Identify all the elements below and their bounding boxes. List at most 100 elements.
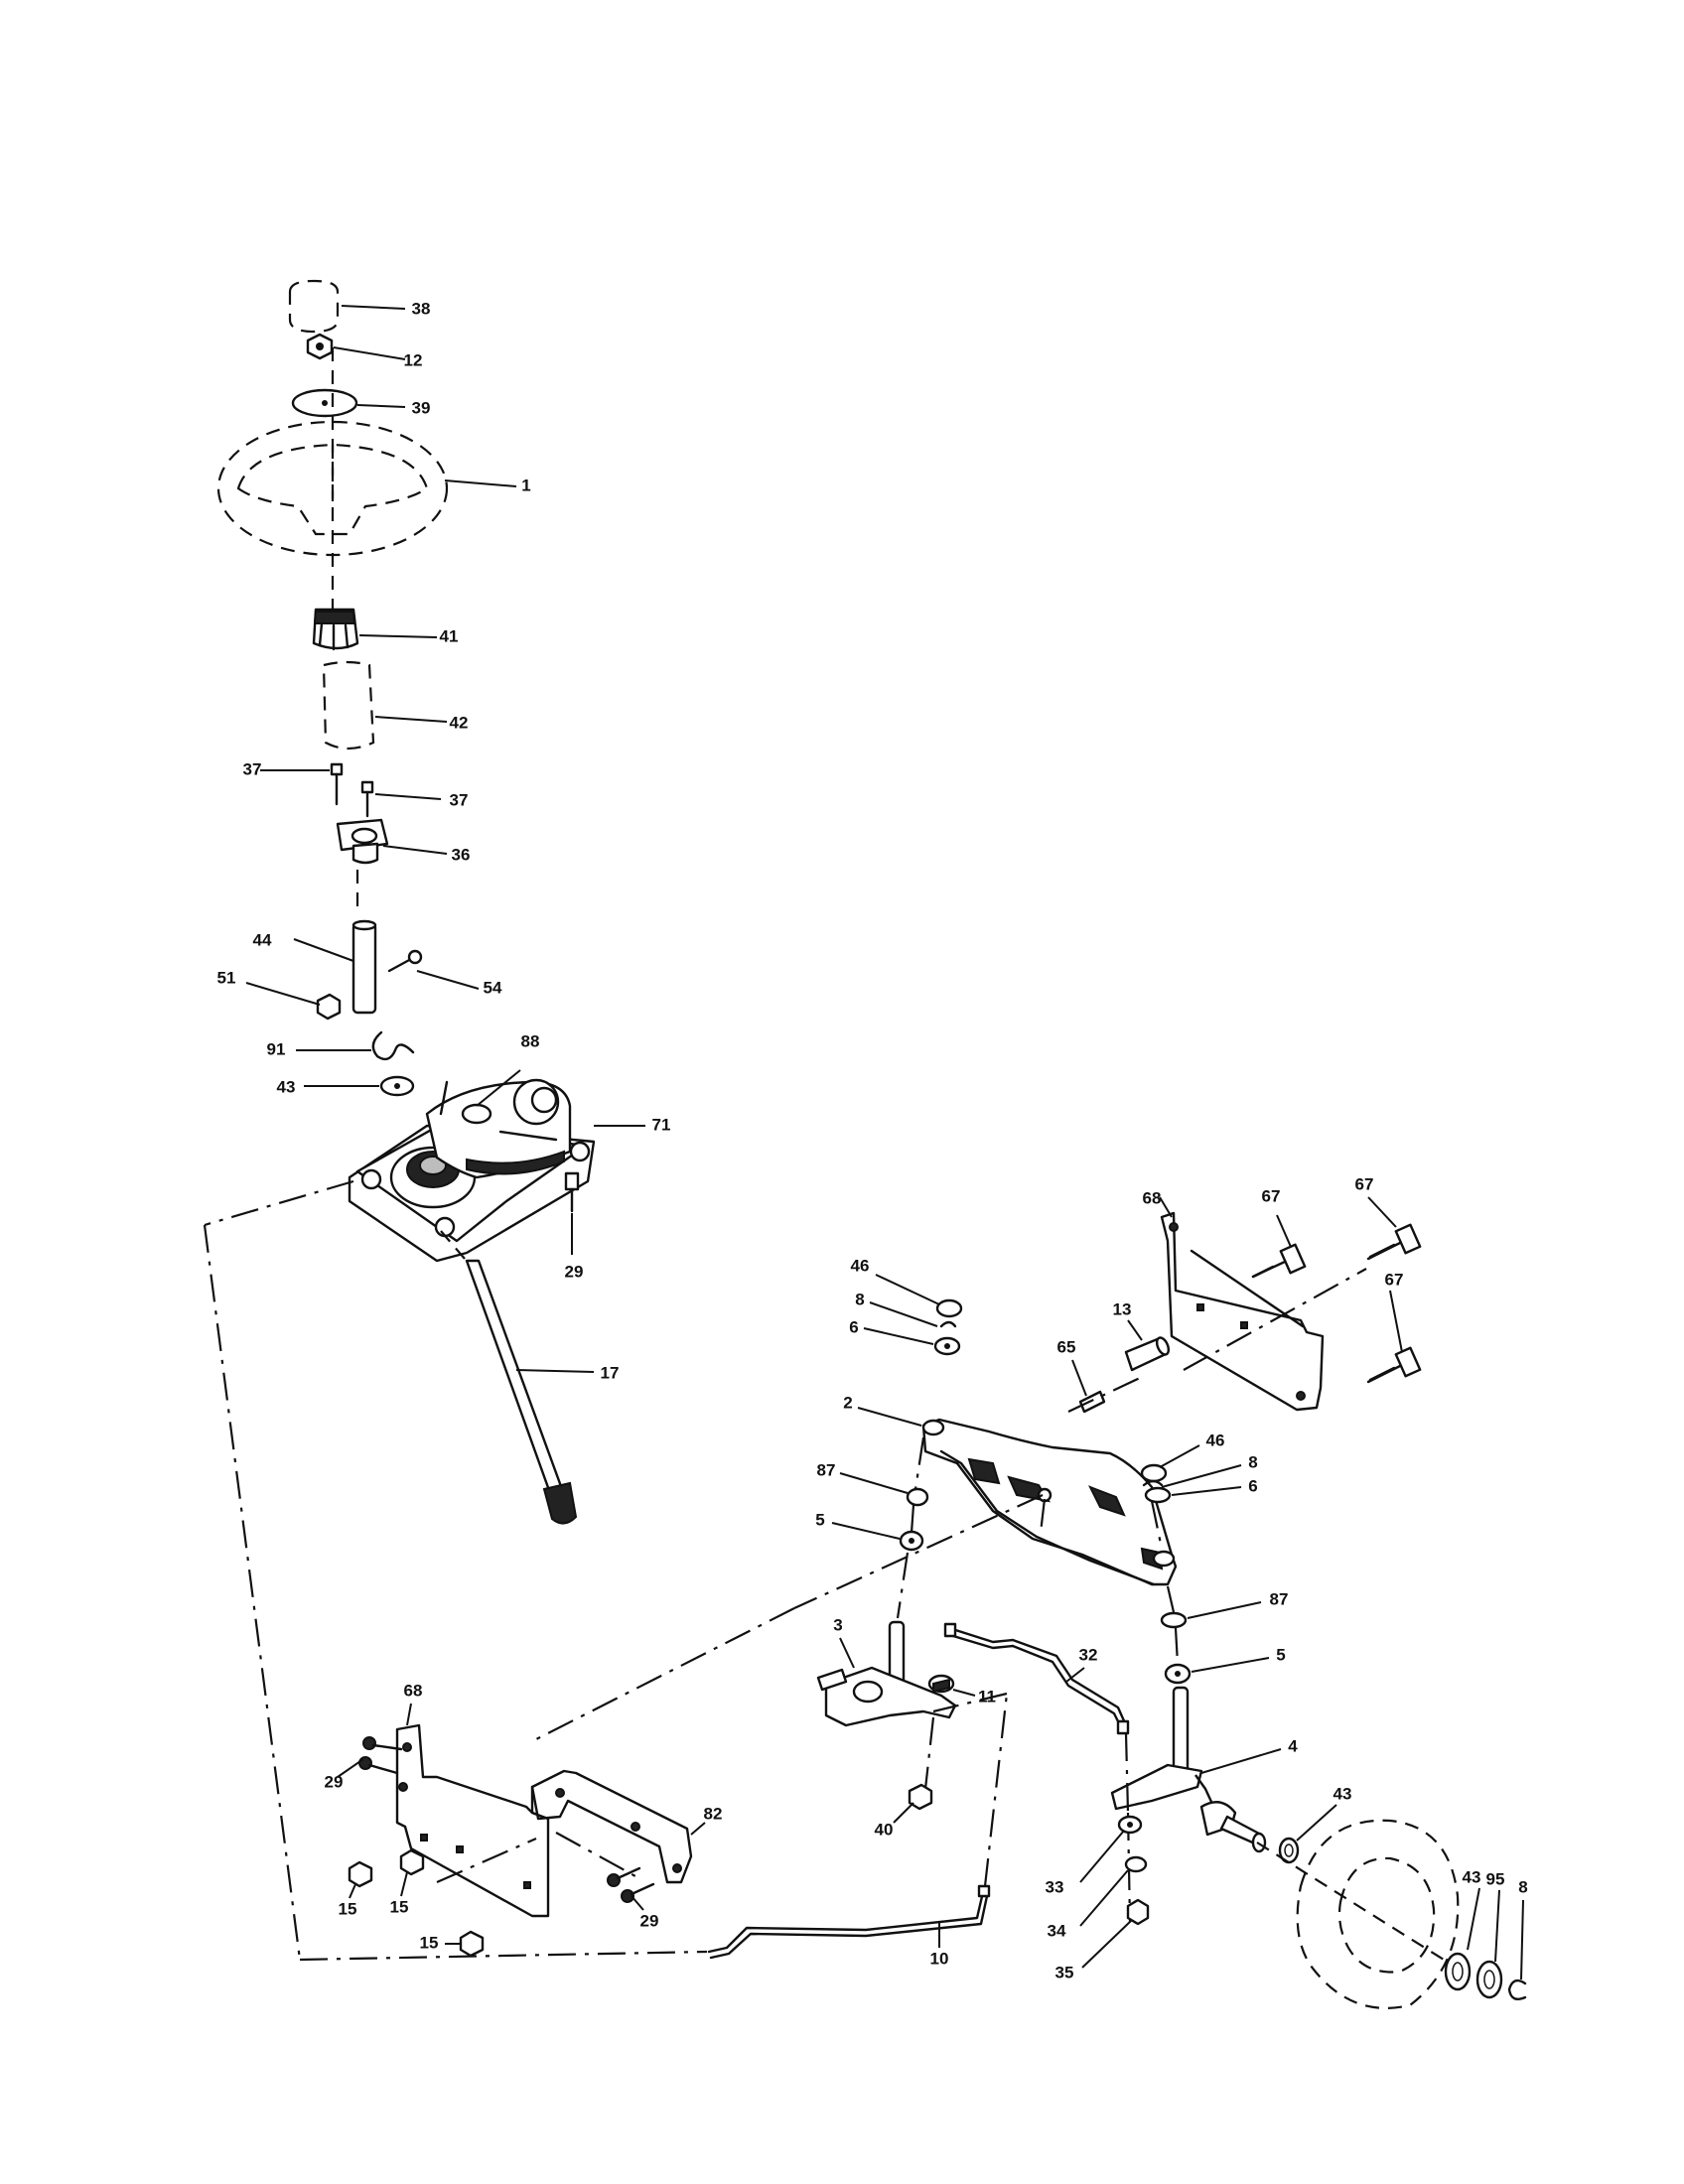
part-12-nut [306, 333, 406, 360]
callout-41: 41 [440, 626, 459, 645]
part-34-lockwasher [1079, 1855, 1148, 1927]
part-37-bolt-left [260, 762, 344, 806]
part-42-boot [322, 660, 448, 751]
callout-12: 12 [404, 350, 423, 369]
part-43-washer-wheel-inner [1278, 1804, 1337, 1864]
part-17-lower-steering-shaft [440, 1230, 595, 1525]
callout-43c: 43 [1463, 1867, 1481, 1886]
callout-11: 11 [978, 1687, 996, 1706]
part-65-pin [1071, 1359, 1106, 1414]
part-15-nut-b [399, 1848, 425, 1897]
callout-10: 10 [930, 1949, 949, 1968]
callout-15a: 15 [339, 1899, 357, 1918]
callout-37b: 37 [450, 790, 469, 809]
part-43-washer-upper [304, 1075, 415, 1097]
callout-95: 95 [1486, 1869, 1505, 1888]
callout-67c: 67 [1385, 1270, 1404, 1289]
callout-88: 88 [521, 1031, 540, 1050]
part-29-bolt-left-upper [337, 1736, 403, 1778]
callout-44: 44 [253, 930, 272, 949]
callout-91: 91 [267, 1039, 286, 1058]
callout-5b: 5 [1276, 1645, 1285, 1664]
callout-51: 51 [217, 968, 236, 987]
callout-labels: 38 12 39 1 41 42 37 37 36 44 54 51 91 88… [217, 299, 1528, 1981]
callout-38: 38 [412, 299, 431, 318]
part-33-washer [1079, 1815, 1143, 1883]
callout-46a: 46 [851, 1256, 870, 1275]
callout-35: 35 [1055, 1963, 1074, 1981]
callout-65: 65 [1057, 1337, 1076, 1356]
part-13-spacer [1124, 1319, 1171, 1372]
part-38-steering-cap [288, 279, 406, 334]
callout-8b: 8 [1248, 1452, 1257, 1471]
callout-87b: 87 [1270, 1589, 1289, 1608]
part-8-retainer-right [1142, 1464, 1242, 1488]
part-36-flange-bushing [336, 818, 448, 865]
part-2-front-axle [857, 1407, 1178, 1586]
callout-15c: 15 [420, 1933, 439, 1952]
part-46-cap-right [1140, 1444, 1200, 1483]
part-71-gear-housing [348, 1078, 645, 1263]
callout-13: 13 [1113, 1299, 1132, 1318]
part-6-washer-right [1144, 1486, 1242, 1504]
assembly-frame-guideline [203, 1179, 708, 1962]
part-1-steering-wheel [216, 420, 517, 557]
part-87-bushing-left [839, 1472, 929, 1507]
part-29-bolt-gearbox [564, 1171, 580, 1255]
callout-6a: 6 [849, 1317, 858, 1336]
part-43-washer-outer [1444, 1887, 1480, 1991]
callout-54: 54 [484, 978, 502, 997]
part-8-retainer-upper [869, 1301, 957, 1328]
callout-3: 3 [833, 1615, 842, 1634]
callout-4: 4 [1288, 1736, 1298, 1755]
callout-29b: 29 [325, 1772, 344, 1791]
part-87-bushing-right [1160, 1601, 1262, 1629]
part-5-washer-right [1164, 1657, 1270, 1685]
callout-37a: 37 [243, 759, 262, 778]
callout-15b: 15 [390, 1897, 409, 1916]
part-5-washer-left [831, 1522, 924, 1552]
part-35-nut [1081, 1898, 1150, 1969]
part-15-nut-c [445, 1930, 485, 1958]
part-39-washer [291, 388, 406, 418]
part-95-washer [1475, 1889, 1503, 1999]
part-15-nut-a [348, 1860, 373, 1899]
part-67-bolt-a [1251, 1214, 1307, 1279]
part-46-cap-upper [875, 1274, 963, 1318]
callout-8c: 8 [1518, 1877, 1527, 1896]
callout-33: 33 [1046, 1877, 1064, 1896]
part-29-bolt-left-lower [607, 1866, 655, 1911]
part-68-axle-bracket-right [1159, 1196, 1325, 1412]
part-8-retainer-wheel [1507, 1899, 1527, 2000]
callout-87a: 87 [817, 1460, 836, 1479]
callout-42: 42 [450, 713, 469, 732]
part-32-tie-rod [943, 1622, 1130, 1735]
callout-40: 40 [875, 1820, 894, 1839]
callout-6b: 6 [1248, 1476, 1257, 1495]
callout-68a: 68 [1143, 1188, 1162, 1207]
part-11-ball-joint [927, 1674, 976, 1697]
part-44-steering-shaft [293, 919, 377, 1015]
part-54-bolt [387, 949, 480, 990]
part-40-nut [893, 1783, 933, 1824]
callout-17: 17 [601, 1363, 620, 1382]
callout-43b: 43 [1333, 1784, 1352, 1803]
callout-32: 32 [1079, 1645, 1098, 1664]
part-41-adapter-spline [312, 608, 438, 651]
part-67-bolt-b [1366, 1196, 1422, 1261]
part-37-bolt-right [360, 780, 442, 818]
callout-82: 82 [704, 1804, 723, 1823]
callout-43a: 43 [277, 1077, 296, 1096]
callout-8a: 8 [855, 1290, 864, 1308]
callout-68b: 68 [404, 1681, 423, 1700]
part-6-washer-upper [863, 1327, 961, 1356]
callout-29a: 29 [565, 1262, 584, 1281]
part-91-clip [296, 1030, 415, 1061]
callout-67b: 67 [1355, 1174, 1374, 1193]
callout-67a: 67 [1262, 1186, 1281, 1205]
callout-39: 39 [412, 398, 431, 417]
part-82-bracket [530, 1769, 706, 1884]
part-51-nut [245, 982, 342, 1021]
wheel-tire [1256, 1819, 1461, 2009]
part-3-spindle-left [816, 1620, 957, 1727]
